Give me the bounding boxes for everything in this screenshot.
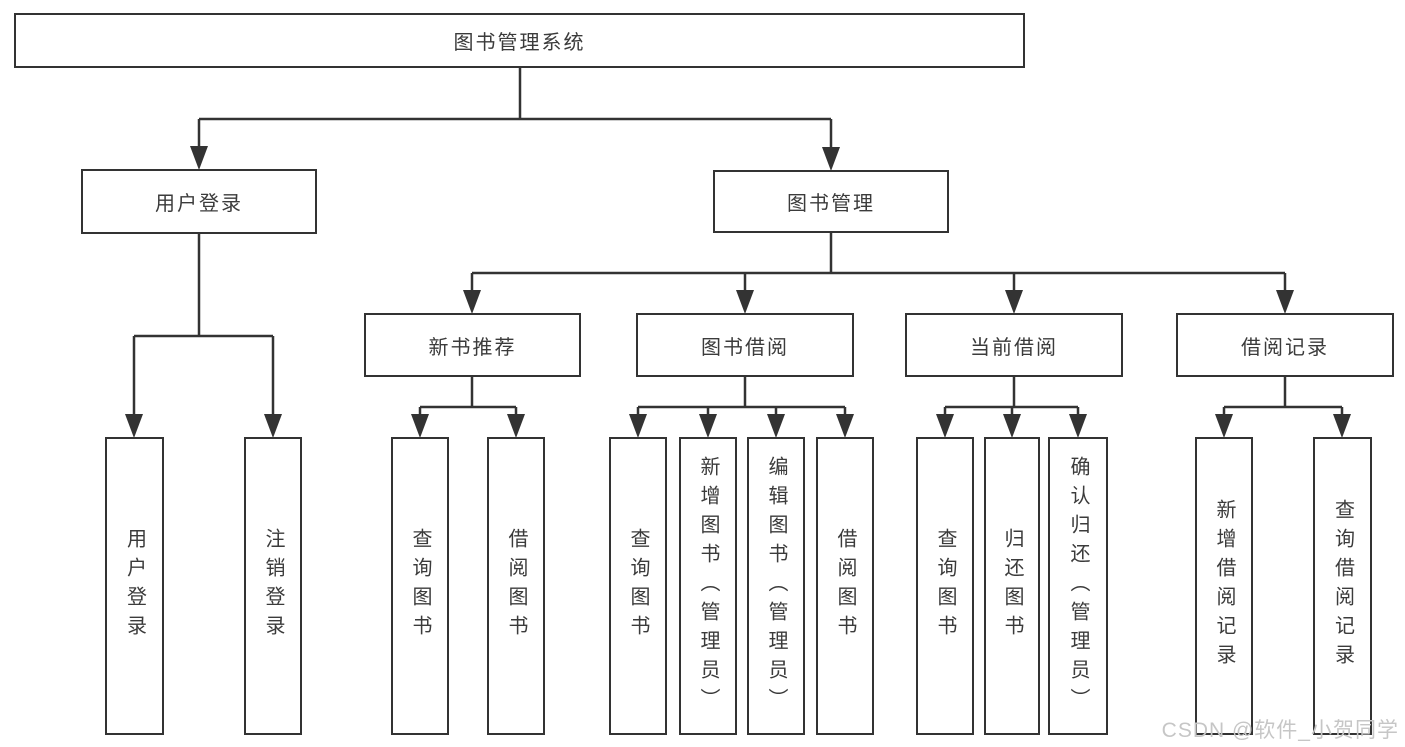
leaf-query-books-borrow: 查询图书 xyxy=(609,437,667,735)
node-user-login-label: 用户登录 xyxy=(155,193,243,215)
leaf-query-books-current: 查询图书 xyxy=(916,437,974,735)
leaf-return-books-label: 归还图书 xyxy=(1001,528,1023,644)
leaf-query-borrow-record-label: 查询借阅记录 xyxy=(1331,499,1354,673)
node-book-management-label: 图书管理 xyxy=(787,193,875,215)
leaf-add-borrow-record: 新增借阅记录 xyxy=(1195,437,1253,735)
leaf-add-borrow-record-label: 新增借阅记录 xyxy=(1213,499,1235,673)
node-borrow-records: 借阅记录 xyxy=(1176,313,1394,377)
leaf-query-books-recommend-label: 查询图书 xyxy=(409,528,431,644)
node-current-borrow-label: 当前借阅 xyxy=(970,336,1058,359)
node-user-login: 用户登录 xyxy=(81,169,317,234)
leaf-return-books: 归还图书 xyxy=(984,437,1040,735)
watermark: CSDN @软件_小贺同学 xyxy=(1161,719,1399,742)
node-book-borrow: 图书借阅 xyxy=(636,313,854,377)
connector-lines xyxy=(132,68,1344,416)
node-book-management: 图书管理 xyxy=(713,170,949,233)
leaf-edit-books-admin-label: 编辑图书（管理员） xyxy=(765,455,787,717)
leaf-borrow-books-label: 借阅图书 xyxy=(834,528,856,644)
leaf-borrow-books: 借阅图书 xyxy=(816,437,874,735)
leaf-borrow-books-recommend-label: 借阅图书 xyxy=(505,528,527,644)
leaf-query-books-current-label: 查询图书 xyxy=(934,528,956,644)
node-new-book-recommend-label: 新书推荐 xyxy=(428,336,517,359)
leaf-user-login: 用户登录 xyxy=(105,437,164,735)
node-current-borrow: 当前借阅 xyxy=(905,313,1123,377)
leaf-query-books-recommend: 查询图书 xyxy=(391,437,449,735)
leaf-confirm-return-admin-label: 确认归还（管理员） xyxy=(1067,455,1089,717)
leaf-user-login-label: 用户登录 xyxy=(123,528,146,644)
node-library-system-label: 图书管理系统 xyxy=(453,32,586,54)
node-new-book-recommend: 新书推荐 xyxy=(364,313,581,377)
leaf-query-borrow-record: 查询借阅记录 xyxy=(1313,437,1372,735)
leaf-borrow-books-recommend: 借阅图书 xyxy=(487,437,545,735)
leaf-logout: 注销登录 xyxy=(244,437,302,735)
arrow-down-icons xyxy=(125,146,1351,438)
leaf-edit-books-admin: 编辑图书（管理员） xyxy=(747,437,805,735)
leaf-logout-label: 注销登录 xyxy=(262,528,284,644)
node-book-borrow-label: 图书借阅 xyxy=(701,336,789,359)
node-library-system: 图书管理系统 xyxy=(14,13,1025,68)
leaf-confirm-return-admin: 确认归还（管理员） xyxy=(1048,437,1108,735)
leaf-add-books-admin: 新增图书（管理员） xyxy=(679,437,737,735)
node-borrow-records-label: 借阅记录 xyxy=(1241,336,1329,359)
leaf-add-books-admin-label: 新增图书（管理员） xyxy=(697,455,719,717)
leaf-query-books-borrow-label: 查询图书 xyxy=(627,528,649,644)
